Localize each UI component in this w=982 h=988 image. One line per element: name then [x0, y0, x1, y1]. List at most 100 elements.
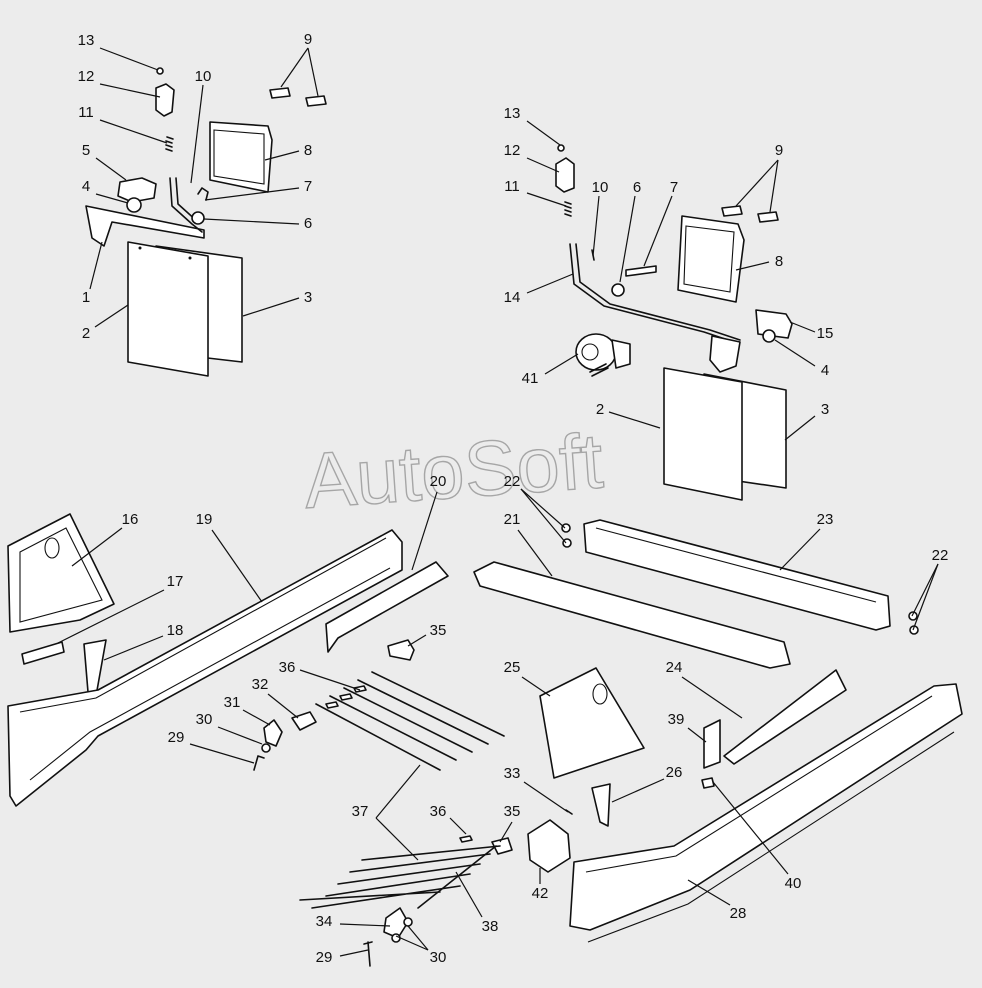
watermark-text: AutoSoft: [301, 416, 606, 525]
leader-line: [455, 871, 483, 918]
clips-36-upper: [325, 685, 367, 709]
leader-line: [95, 193, 129, 204]
callout-number: 23: [817, 511, 834, 528]
clamp-6-left: [191, 211, 205, 225]
leader-line: [517, 529, 553, 577]
leader-line: [779, 528, 821, 571]
washer-30-lower-a: [403, 917, 413, 927]
rod-38: [417, 845, 497, 909]
channel-23: [583, 519, 891, 631]
bracket-26: [591, 783, 611, 827]
callout-number: 22: [932, 547, 949, 564]
callout-number: 7: [304, 178, 312, 195]
block-9b-left: [305, 95, 327, 107]
leader-line: [608, 411, 661, 429]
leader-line: [499, 821, 513, 843]
leader-line: [774, 339, 816, 367]
leader-line: [203, 218, 300, 225]
callout-number: 35: [504, 803, 521, 820]
callout-number: 10: [592, 179, 609, 196]
plate-8-left: [209, 121, 273, 193]
plate-32: [291, 711, 317, 731]
callout-number: 18: [167, 622, 184, 639]
leader-line: [611, 778, 665, 803]
clip-36-lower: [459, 835, 473, 843]
callout-number: 40: [785, 875, 802, 892]
callout-number: 1: [82, 289, 90, 306]
leader-line: [544, 353, 579, 375]
leader-line: [99, 119, 168, 144]
bracket-1-left: [85, 205, 205, 247]
leader-line: [375, 764, 421, 819]
reflector-5-left: [117, 177, 157, 203]
side-member-19: [7, 529, 403, 807]
leader-line: [407, 634, 427, 647]
leader-line: [619, 195, 636, 283]
leader-line: [911, 563, 939, 617]
gusset-16: [7, 513, 115, 633]
rods-37-upper: [315, 671, 505, 771]
left-mudflap-assembly: [85, 67, 327, 377]
side-member-28: [569, 683, 963, 931]
leader-line: [592, 195, 600, 257]
bracket-35-upper: [387, 639, 415, 661]
callout-number: 34: [316, 913, 333, 930]
block-9b-right: [757, 211, 779, 223]
leader-line: [99, 83, 161, 98]
leader-line: [375, 817, 419, 861]
callout-number: 19: [196, 511, 213, 528]
callout-number: 42: [532, 885, 549, 902]
callout-number: 28: [730, 905, 747, 922]
callout-number: 12: [504, 142, 521, 159]
block-39: [703, 719, 721, 769]
leader-line: [526, 157, 560, 173]
rods-37-lower: [299, 845, 501, 909]
callout-number: 4: [821, 362, 829, 379]
callout-number: 32: [252, 676, 269, 693]
angle-20: [325, 561, 449, 653]
leader-line: [57, 589, 165, 644]
callout-number: 6: [304, 215, 312, 232]
leader-line: [407, 925, 429, 951]
callout-number: 12: [78, 68, 95, 85]
leader-line: [339, 923, 391, 927]
leader-line: [784, 415, 816, 441]
leader-line: [299, 669, 361, 691]
callout-number: 26: [666, 764, 683, 781]
lamp-42: [527, 819, 571, 873]
callout-number: 16: [122, 511, 139, 528]
leader-line: [89, 241, 103, 290]
callout-number: 20: [430, 473, 447, 490]
lens-4-right: [762, 329, 776, 343]
callout-number: 3: [821, 401, 829, 418]
bar-7-right: [625, 265, 657, 277]
leader-line: [520, 488, 567, 544]
bracket-12-left: [155, 83, 175, 117]
leader-line: [217, 726, 263, 745]
callout-number: 41: [522, 370, 539, 387]
pipe-14-right: [569, 243, 741, 343]
spring-11-left: [165, 136, 174, 152]
leader-line: [526, 192, 567, 207]
washer-30-upper: [261, 743, 271, 753]
leader-line: [681, 676, 743, 719]
leader-line: [339, 949, 369, 957]
strip-17: [21, 641, 65, 665]
left-frame-assembly: [7, 513, 505, 807]
callout-number: 36: [430, 803, 447, 820]
callout-number: 33: [504, 765, 521, 782]
callout-number: 38: [482, 918, 499, 935]
leader-line: [411, 491, 438, 571]
bracket-1-right: [709, 335, 741, 373]
block-9a-right: [721, 205, 743, 217]
leader-line: [103, 635, 164, 661]
nut-13-left: [156, 67, 164, 75]
washer-30-lower-b: [391, 933, 401, 943]
pipe-10-left: [169, 177, 203, 233]
nut-13-right: [557, 144, 565, 152]
callout-number: 30: [196, 711, 213, 728]
angle-24: [723, 669, 847, 765]
bracket-35-lower: [491, 837, 513, 855]
